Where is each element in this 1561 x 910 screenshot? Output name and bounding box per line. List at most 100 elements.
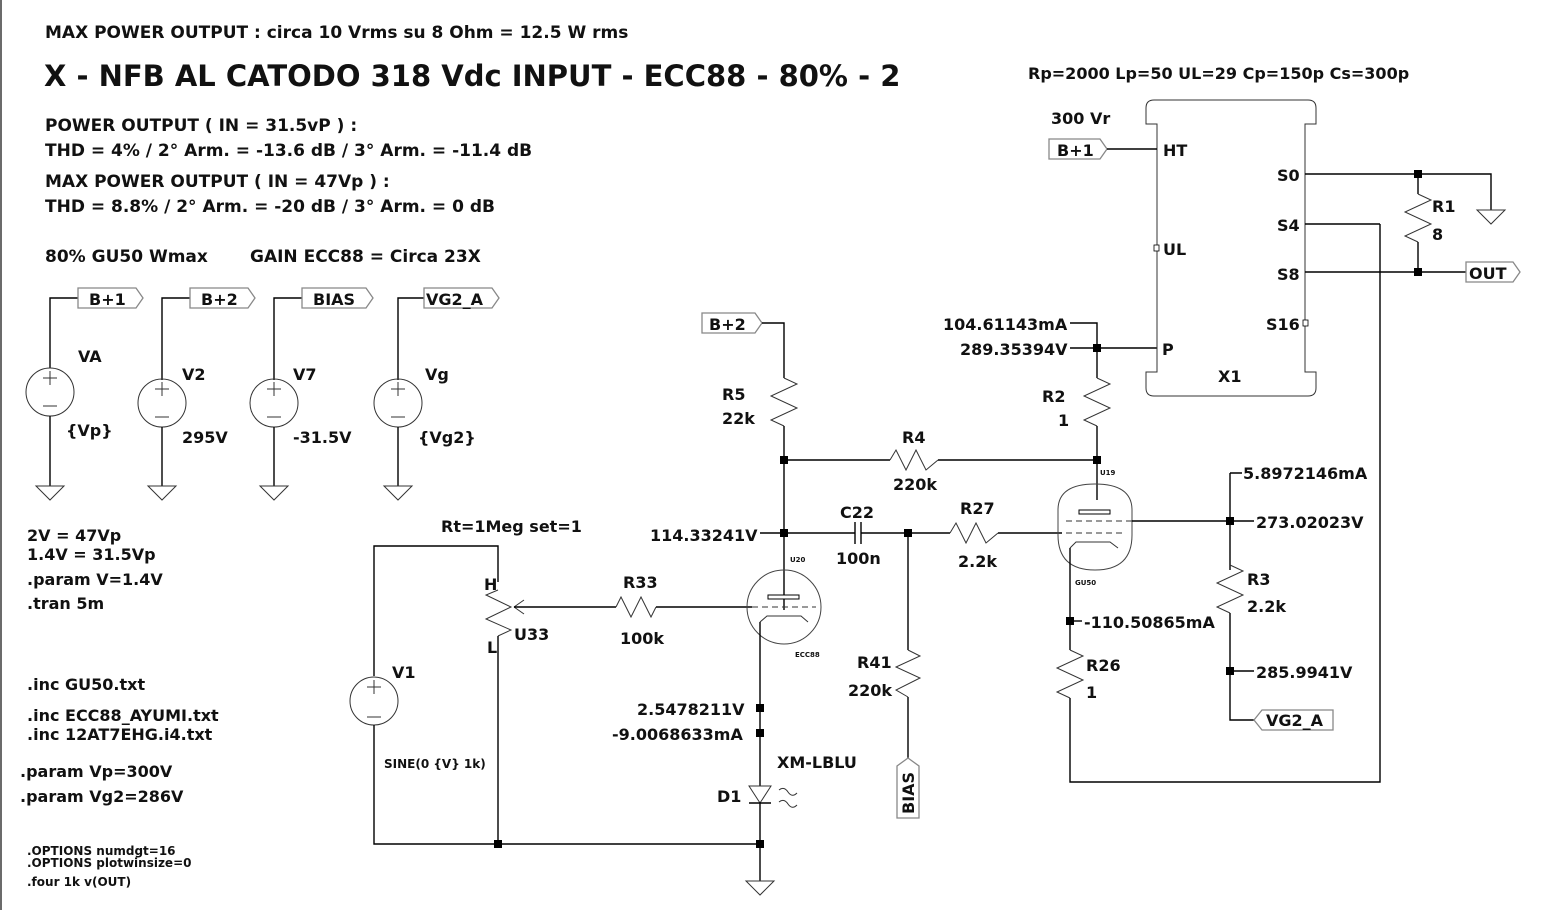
source-va[interactable]: B+1 VA {Vp} <box>25 287 144 501</box>
probe-plate-voltage: 289.35394V <box>960 340 1068 359</box>
v1-value: SINE(0 {V} 1k) <box>384 757 486 771</box>
net-label-bias: BIAS <box>313 290 355 309</box>
net-label-out: OUT <box>1469 264 1507 283</box>
gain-note: GAIN ECC88 = Circa 23X <box>250 247 481 267</box>
ground-icon <box>383 485 413 501</box>
source-value: -31.5V <box>293 428 352 447</box>
r2-name: R2 <box>1042 387 1065 406</box>
pin-s4: S4 <box>1277 216 1300 235</box>
transformer-params: Rp=2000 Lp=50 UL=29 Cp=150p Cs=300p <box>1028 64 1409 83</box>
junction <box>756 840 764 848</box>
output-transformer-x1[interactable]: 300 Vr HT UL P S0 S4 S8 S16 X1 <box>1051 99 1317 397</box>
max-power-thd: THD = 8.8% / 2° Arm. = -20 dB / 3° Arm. … <box>45 197 495 217</box>
source-v2[interactable]: B+2 V2 295V <box>137 287 256 501</box>
net-flag-out[interactable]: OUT <box>1465 261 1521 283</box>
r1-name: R1 <box>1432 197 1455 216</box>
resistor-r2[interactable]: R2 1 <box>1042 348 1112 500</box>
light-emission-icon <box>778 787 798 808</box>
r41-name: R41 <box>857 653 892 672</box>
tube-model: ECC88 <box>795 651 820 659</box>
potentiometer-u33[interactable]: Rt=1Meg set=1 H L U33 <box>441 517 616 844</box>
net-label-b2: B+2 <box>201 290 238 309</box>
probe-g2-current: 5.8972146mA <box>1243 464 1368 483</box>
r33-value: 100k <box>620 629 664 648</box>
resistor-r26[interactable]: R26 1 <box>1055 224 1381 783</box>
led-d1[interactable]: XM-LBLU D1 <box>717 712 857 881</box>
transformer-name: X1 <box>1218 367 1241 386</box>
r33-name: R33 <box>623 573 658 592</box>
resistor-r4[interactable]: R4 220k <box>784 428 1097 494</box>
tube-u20-ecc88[interactable]: U20 ECC88 <box>746 556 822 705</box>
net-label-vg2a: VG2_A <box>1266 711 1324 730</box>
b2-feed: B+2 <box>701 312 785 378</box>
r26-name: R26 <box>1086 656 1121 675</box>
v1-name: V1 <box>392 663 416 682</box>
r26-value: 1 <box>1086 683 1097 702</box>
r27-name: R27 <box>960 499 995 518</box>
source-v7[interactable]: BIAS V7 -31.5V <box>249 287 374 501</box>
tube-ref: U19 <box>1100 469 1116 477</box>
directive-inc[interactable]: .inc 12AT7EHG.i4.txt <box>27 725 213 744</box>
net-flag-vg2a[interactable]: VG2_A <box>1253 709 1334 731</box>
net-flag-b2[interactable] <box>701 312 763 334</box>
net-flag-bias-vertical[interactable]: BIAS <box>896 757 920 819</box>
directive-four[interactable]: .four 1k v(OUT) <box>27 875 131 889</box>
junction <box>494 840 502 848</box>
power-output-thd: THD = 4% / 2° Arm. = -13.6 dB / 3° Arm. … <box>45 141 532 161</box>
pot-l-label: L <box>487 638 497 657</box>
directive-note: 1.4V = 31.5Vp <box>27 545 156 564</box>
r27-value: 2.2k <box>958 552 997 571</box>
resistor-r41[interactable]: R41 220k <box>848 533 922 758</box>
resistor-r33[interactable]: R33 100k <box>615 573 752 648</box>
source-name: V2 <box>182 365 206 384</box>
r1-value: 8 <box>1432 225 1443 244</box>
source-vg[interactable]: VG2_A Vg {Vg2} <box>373 287 500 501</box>
directive-options[interactable]: .OPTIONS numdgt=16 <box>27 844 176 858</box>
pin-ul-open <box>1153 244 1160 252</box>
r3-name: R3 <box>1247 570 1270 589</box>
ground-icon <box>259 485 289 501</box>
source-name: Vg <box>425 365 449 384</box>
probe-gu50-cathode-current: -110.50865mA <box>1084 613 1215 632</box>
input-source-v1[interactable]: V1 SINE(0 {V} 1k) <box>349 545 760 845</box>
capacitor-c22[interactable]: C22 100n <box>784 503 950 568</box>
probe-ecc88-plate-voltage: 114.33241V <box>650 526 758 545</box>
r5-value: 22k <box>722 409 755 428</box>
resistor-r1-load[interactable]: R1 8 <box>1403 174 1455 272</box>
pin-s16-open <box>1302 319 1309 327</box>
tube-model: GU50 <box>1075 579 1096 587</box>
max-power-label: MAX POWER OUTPUT ( IN = 47Vp ) : <box>45 172 390 192</box>
net-label-b1: B+1 <box>89 290 126 309</box>
resistor-r27[interactable]: R27 2.2k <box>949 499 1062 571</box>
directive-inc[interactable]: .inc GU50.txt <box>27 675 145 694</box>
pin-s16: S16 <box>1266 315 1300 334</box>
tube-u19-gu50[interactable]: U19 GU50 <box>1057 469 1133 587</box>
r5-name: R5 <box>722 385 745 404</box>
probe-ecc88-cathode-voltage: 2.5478211V <box>637 700 745 719</box>
net-label-b2: B+2 <box>709 315 746 334</box>
junction <box>756 704 764 712</box>
directive-param[interactable]: .param Vp=300V <box>20 762 173 781</box>
source-name: VA <box>78 347 102 366</box>
probe-vg2-node-voltage: 285.9941V <box>1256 663 1353 682</box>
source-value: {Vp} <box>66 421 113 440</box>
c22-name: C22 <box>840 503 874 522</box>
junction <box>1093 456 1101 464</box>
directive-options[interactable]: .OPTIONS plotwinsize=0 <box>27 856 191 870</box>
resistor-r3[interactable]: R3 2.2k <box>1215 564 1286 721</box>
directive-inc[interactable]: .inc ECC88_AYUMI.txt <box>27 706 219 725</box>
source-name: V7 <box>293 365 317 384</box>
directive-tran[interactable]: .tran 5m <box>27 594 104 613</box>
tube-ref: U20 <box>790 556 806 564</box>
directive-param[interactable]: .param V=1.4V <box>27 570 163 589</box>
ground-icon <box>745 880 775 896</box>
pin-s8: S8 <box>1277 265 1300 284</box>
probe-plate-current: 104.61143mA <box>943 315 1068 334</box>
net-flag-b1[interactable]: B+1 <box>1048 138 1108 160</box>
probe-g2-voltage: 273.02023V <box>1256 513 1364 532</box>
directive-param[interactable]: .param Vg2=286V <box>20 787 184 806</box>
resistor-r5[interactable]: R5 22k <box>722 377 799 610</box>
r4-name: R4 <box>902 428 925 447</box>
